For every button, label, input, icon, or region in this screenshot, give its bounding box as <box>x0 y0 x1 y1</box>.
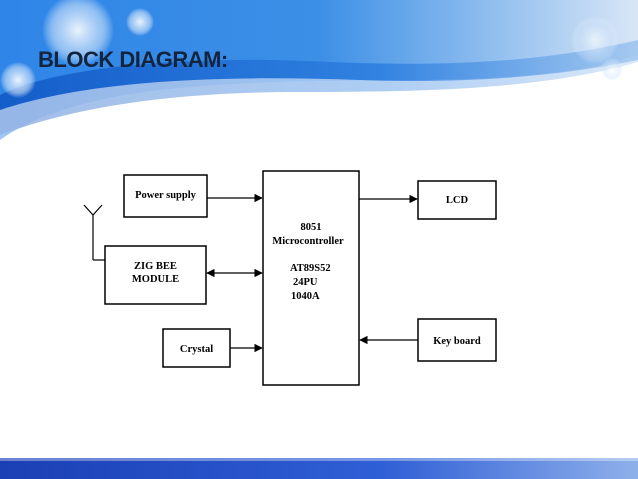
mcu-line-1: 8051 <box>301 222 322 233</box>
mcu-line-3: AT89S52 <box>290 263 331 274</box>
lcd-label: LCD <box>446 195 469 206</box>
keyboard-label: Key board <box>433 336 481 347</box>
crystal-block: Crystal <box>162 328 231 368</box>
mcu-line-5: 1040A <box>291 291 320 302</box>
microcontroller-block: 8051 Microcontroller AT89S52 24PU 1040A <box>262 170 360 386</box>
lcd-block: LCD <box>417 180 497 220</box>
mcu-line-2: Microcontroller <box>272 236 344 247</box>
zigbee-line-2: MODULE <box>132 274 179 285</box>
power-supply-label: Power supply <box>135 190 197 201</box>
zigbee-module-block: ZIG BEE MODULE <box>104 245 207 305</box>
crystal-label: Crystal <box>180 344 213 355</box>
antenna-icon <box>83 204 105 261</box>
header-swoosh <box>0 0 638 150</box>
keyboard-block: Key board <box>417 318 497 362</box>
mcu-line-4: 24PU <box>293 277 318 288</box>
zigbee-line-1: ZIG BEE <box>134 261 177 272</box>
power-supply-block: Power supply <box>123 174 208 218</box>
slide-title: BLOCK DIAGRAM: <box>38 47 228 72</box>
footer-bar <box>0 458 638 479</box>
